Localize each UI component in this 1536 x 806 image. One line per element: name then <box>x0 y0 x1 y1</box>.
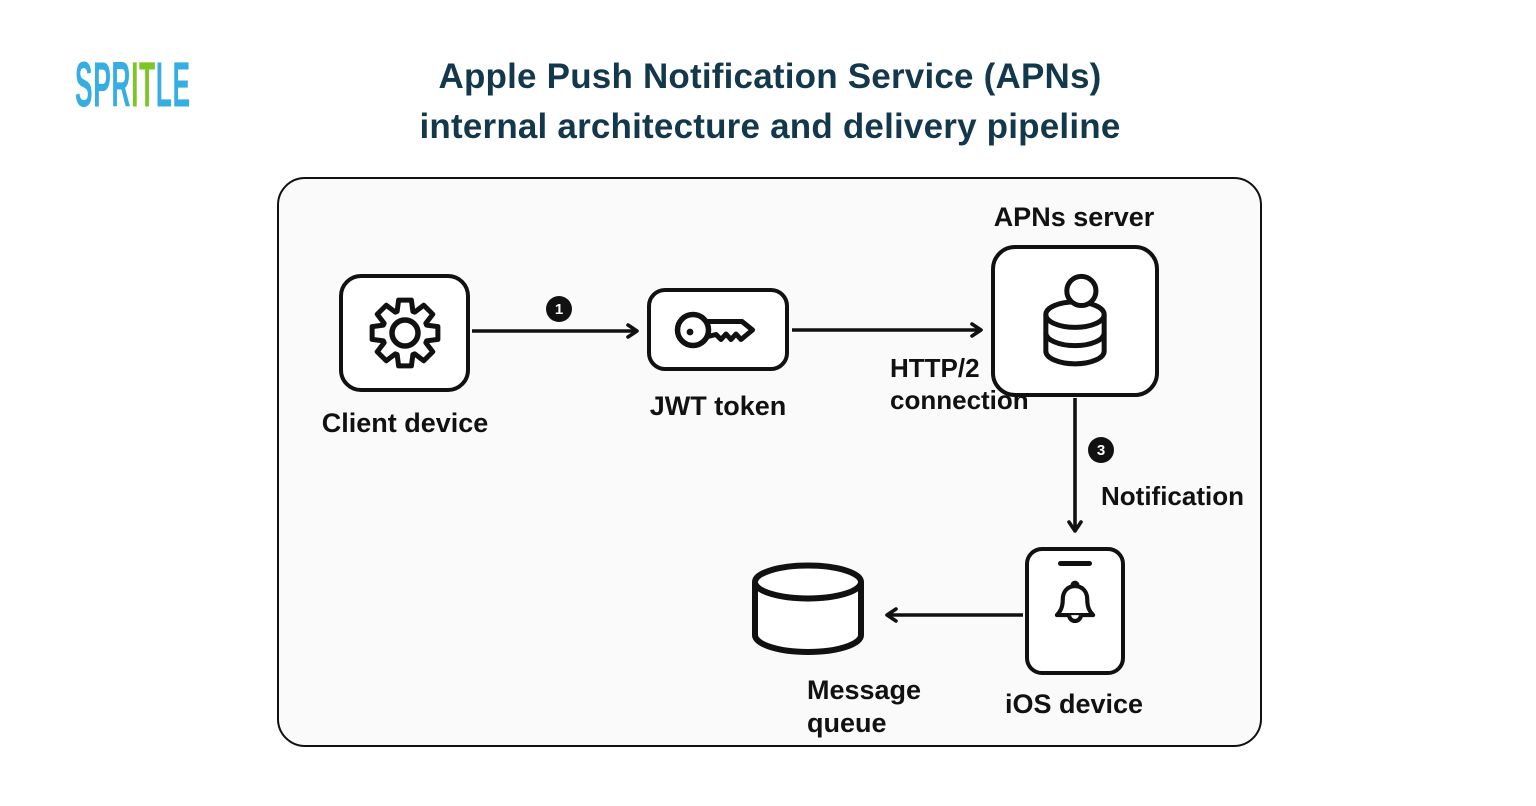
database-icon <box>1043 273 1107 367</box>
http2-connection-label: HTTP/2 connection <box>790 352 1029 415</box>
jwt-token-label: JWT token <box>649 391 787 421</box>
apns-server-label: APNs server <box>993 202 1155 232</box>
notification-label: Notification <box>1101 481 1244 511</box>
diagram-canvas: Client device 1 JWT token HTTP/2 connect… <box>277 177 1262 747</box>
page-title-line2: internal architecture and delivery pipel… <box>419 107 1121 146</box>
key-icon <box>674 311 755 348</box>
logo-segment-3: LE <box>155 50 191 122</box>
node-apns-server <box>991 245 1159 397</box>
spritle-logo: SPRITLE <box>75 50 268 121</box>
gear-icon <box>369 297 440 369</box>
node-client-device <box>339 274 470 392</box>
cylinder-icon <box>752 562 864 655</box>
logo-segment-1: SPR <box>75 50 132 122</box>
client-device-label: Client device <box>321 408 489 438</box>
http2-line1: HTTP/2 <box>890 353 980 383</box>
step-1-badge: 1 <box>546 296 572 322</box>
phone-speaker-bar <box>1058 561 1092 566</box>
node-jwt-token <box>647 288 789 371</box>
logo-segment-2: IT <box>131 50 156 122</box>
message-queue-line1: Message <box>807 675 922 705</box>
node-ios-device <box>1025 547 1125 675</box>
message-queue-line2: queue <box>807 708 887 738</box>
step-3-badge: 3 <box>1088 437 1114 463</box>
bell-icon <box>1054 580 1096 624</box>
page-title-line1: Apple Push Notification Service (APNs) <box>438 57 1102 96</box>
message-queue-label: Message queue <box>707 674 921 738</box>
page-title: Apple Push Notification Service (APNs) i… <box>268 52 1272 152</box>
diagram-arrows <box>472 322 1083 623</box>
spritle-logo-text: SPRITLE <box>75 50 191 123</box>
ios-device-label: iOS device <box>1004 689 1144 719</box>
